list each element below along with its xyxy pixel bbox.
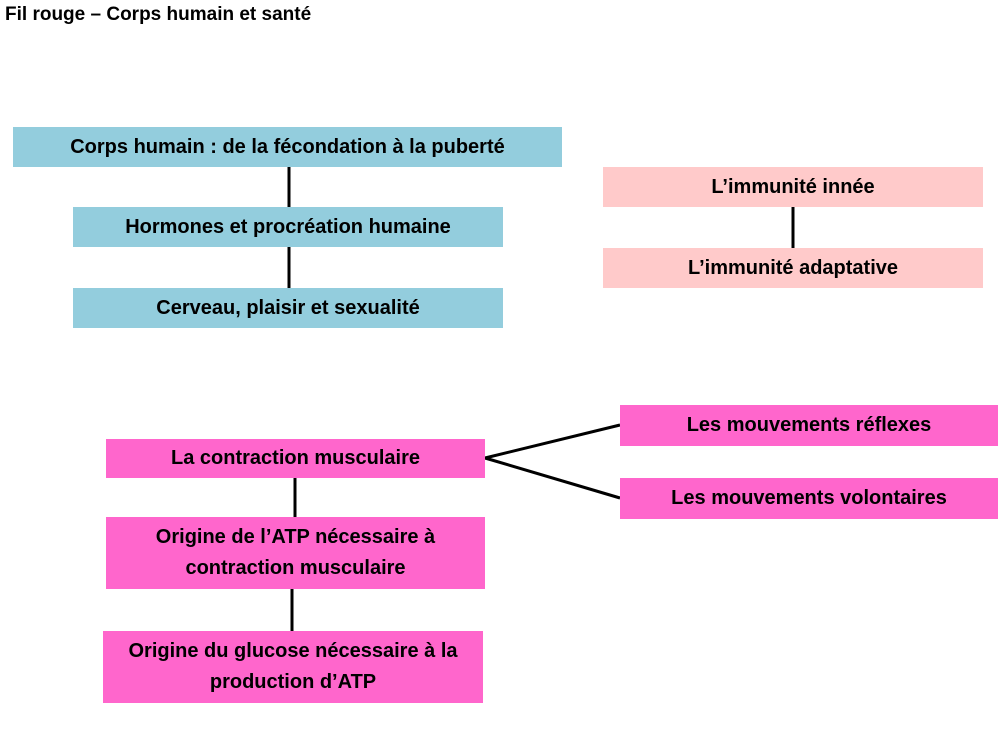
box-contraction-musculaire: La contraction musculaire bbox=[106, 439, 485, 478]
connector-contraction-reflexes bbox=[484, 423, 621, 460]
box-origine-glucose-label: Origine du glucose nécessaire à la produ… bbox=[128, 640, 458, 693]
box-contraction-musculaire-label: La contraction musculaire bbox=[171, 447, 420, 469]
box-immunite-innee-label: L’immunité innée bbox=[711, 175, 875, 198]
box-origine-atp: Origine de l’ATP nécessaire à contractio… bbox=[106, 517, 485, 589]
box-origine-glucose: Origine du glucose nécessaire à la produ… bbox=[103, 631, 483, 703]
box-immunite-innee: L’immunité innée bbox=[603, 167, 983, 207]
page-title: Fil rouge – Corps humain et santé bbox=[5, 4, 312, 25]
connector-contraction-volontaires bbox=[484, 456, 621, 500]
box-fecondation-puberte: Corps humain : de la fécondation à la pu… bbox=[13, 127, 562, 167]
box-mouvements-reflexes: Les mouvements réflexes bbox=[620, 405, 998, 446]
box-hormones-procreation-label: Hormones et procréation humaine bbox=[125, 215, 451, 238]
box-mouvements-volontaires-label: Les mouvements volontaires bbox=[671, 487, 947, 509]
box-origine-atp-label: Origine de l’ATP nécessaire à contractio… bbox=[155, 526, 436, 579]
box-immunite-adaptative: L’immunité adaptative bbox=[603, 248, 983, 288]
box-mouvements-volontaires: Les mouvements volontaires bbox=[620, 478, 998, 519]
box-immunite-adaptative-label: L’immunité adaptative bbox=[687, 256, 899, 279]
box-cerveau-sexualite-label: Cerveau, plaisir et sexualité bbox=[156, 296, 420, 319]
box-hormones-procreation: Hormones et procréation humaine bbox=[73, 207, 503, 247]
box-cerveau-sexualite: Cerveau, plaisir et sexualité bbox=[73, 288, 503, 328]
box-fecondation-puberte-label: Corps humain : de la fécondation à la pu… bbox=[70, 135, 505, 158]
box-mouvements-reflexes-label: Les mouvements réflexes bbox=[686, 414, 932, 436]
